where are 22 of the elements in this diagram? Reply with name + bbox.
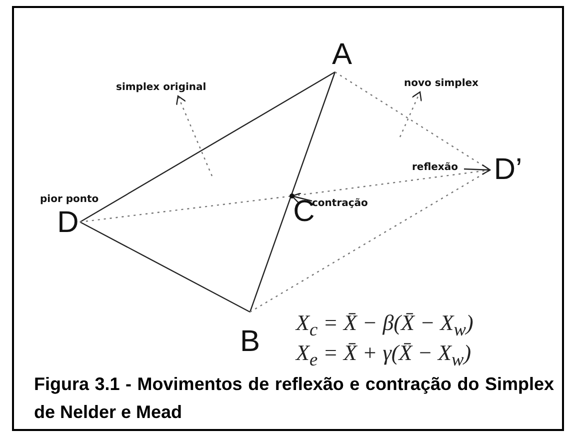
simplex-edge [334,72,490,170]
leader-arrow [291,192,312,204]
simplex-edge [80,71,336,223]
simplex-edge [80,221,250,313]
annotation-text: simplex original [116,82,226,96]
leader-arrow [176,95,213,176]
vertex-letter: D’ [494,154,522,186]
formula: X$_{e}$ = X̄ + γ(X̄ − X$_{w}$) [296,340,472,370]
simplex-edge [80,195,292,223]
leader-arrow [464,164,491,176]
annotation-text: novo simplex [404,78,494,92]
annotation-text: reflexão [412,162,464,176]
leader-arrow [399,91,422,138]
vertex-letter: B [240,326,260,358]
vertex-letter: D [57,207,79,239]
annotation-text: contração [312,198,374,212]
vertex-letter: A [332,39,352,71]
figure-caption: Figura 3.1 - Movimentos de reflexão e contração do Simplex de Nelder e Mead [34,373,554,424]
vertex-letter: C [293,196,315,228]
vertex-note: pior ponto [40,193,99,207]
formula: X$_{c}$ = X̄ − β(X̄ − X$_{w}$) [296,310,474,340]
simplex-edge [249,72,336,312]
